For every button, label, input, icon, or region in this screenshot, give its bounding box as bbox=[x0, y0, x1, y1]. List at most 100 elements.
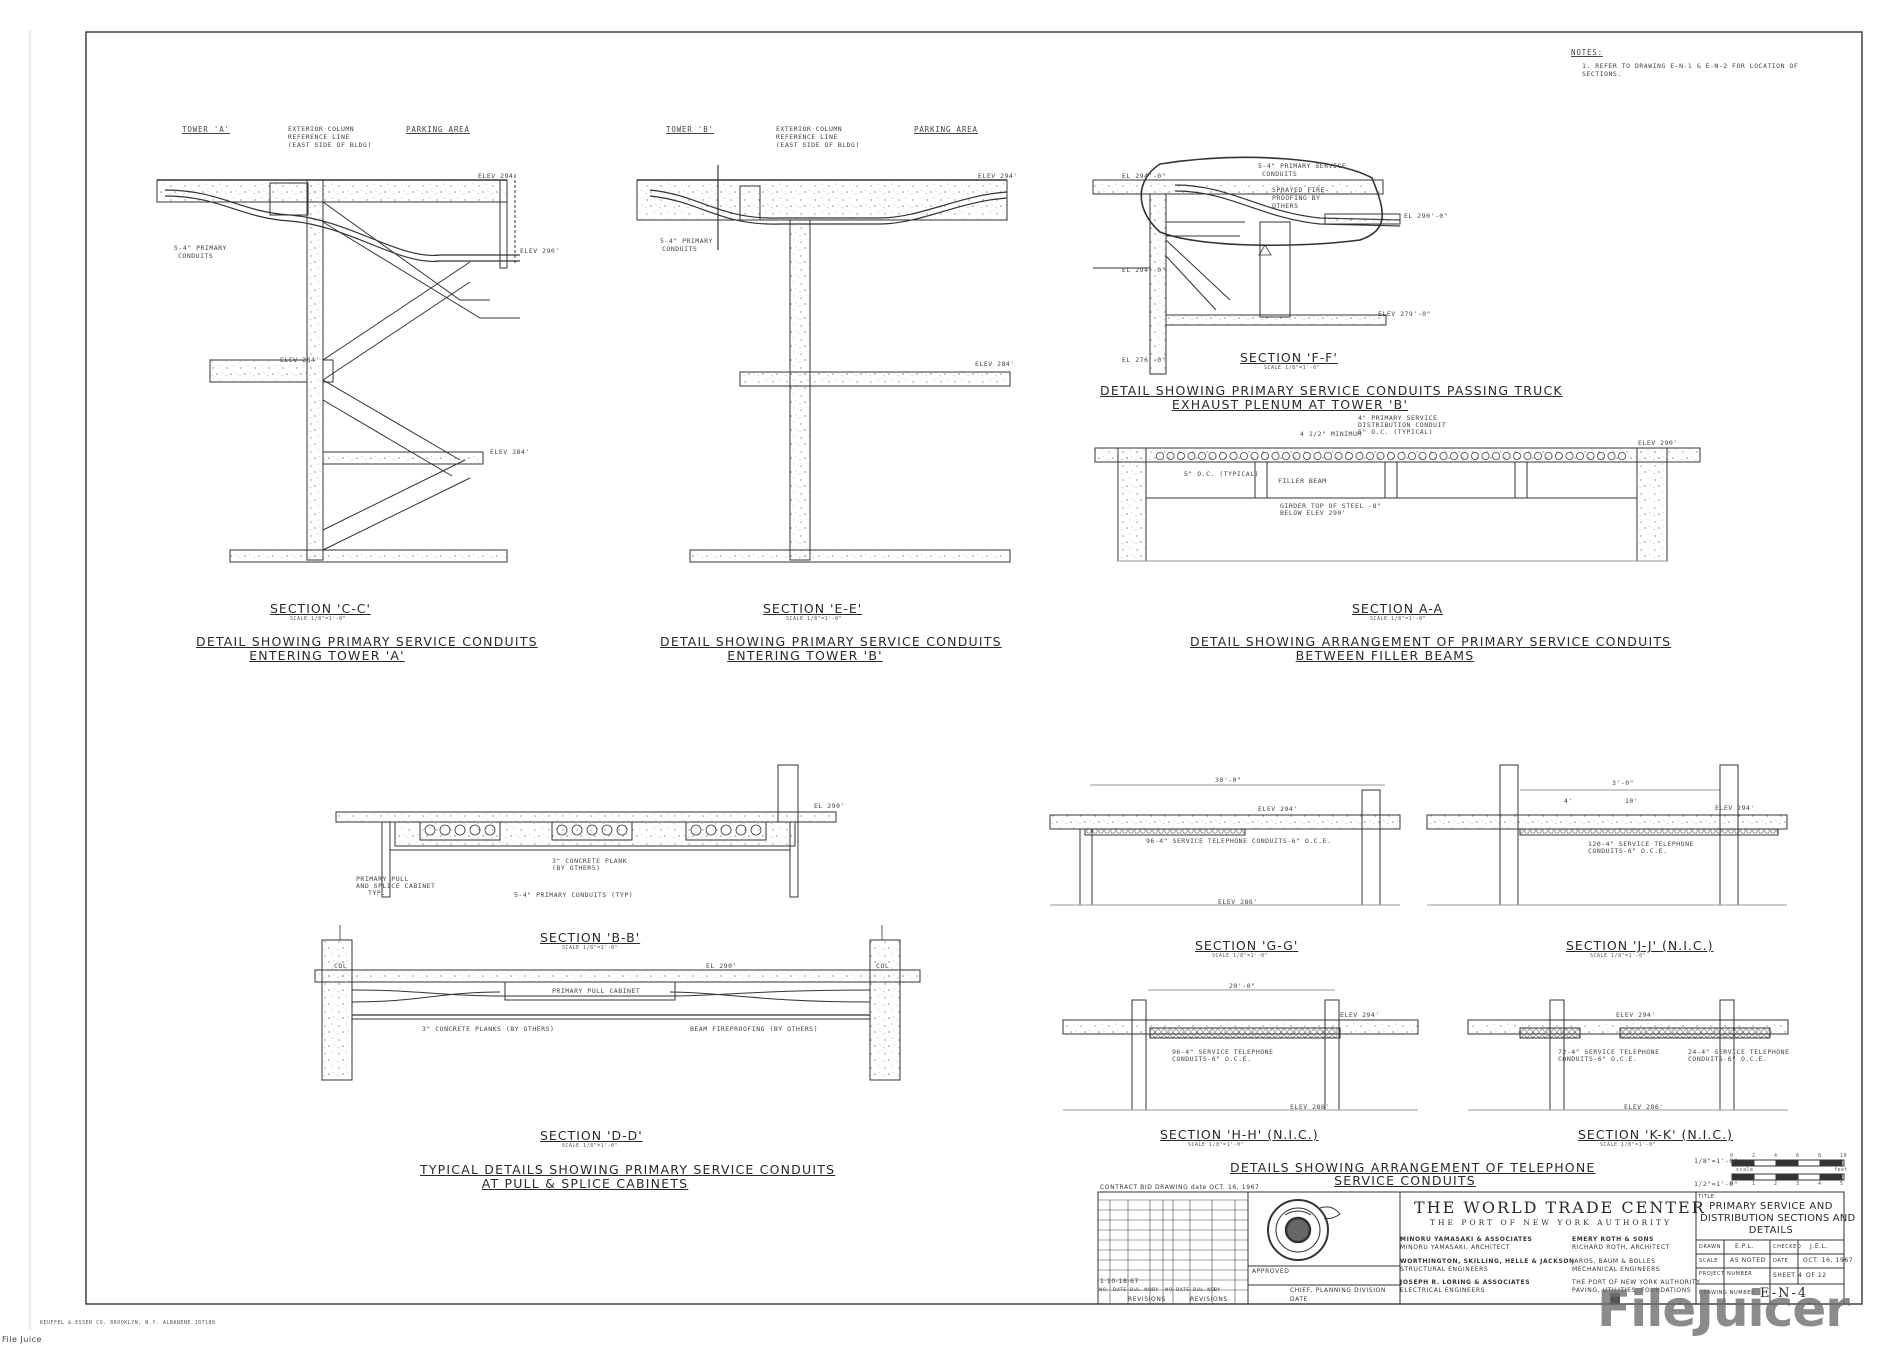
architect-2b: RICHARD ROTH, ARCHITECT bbox=[1572, 1244, 1670, 1251]
conduit-circle bbox=[1156, 451, 1165, 460]
a-caption-2: BETWEEN FILLER BEAMS bbox=[1295, 648, 1475, 663]
engineer-1b: STRUCTURAL ENGINEERS bbox=[1400, 1266, 1489, 1273]
engineer-4: THE PORT OF NEW YORK AUTHORITY bbox=[1572, 1279, 1701, 1286]
conduit-circle bbox=[1492, 451, 1501, 460]
conduit-circle bbox=[705, 824, 717, 836]
conduit-circle bbox=[1366, 451, 1375, 460]
c-column-label-2: REFERENCE LINE bbox=[288, 133, 350, 141]
chief-date-label: DATE bbox=[1290, 1296, 1309, 1303]
conduit-circle bbox=[1240, 451, 1249, 460]
j-note-1: 120-4" SERVICE TELEPHONE bbox=[1588, 840, 1694, 848]
f-section-title: SECTION 'F-F' bbox=[1240, 350, 1338, 365]
section-f-drawing bbox=[1092, 156, 1401, 375]
c-parking-label: PARKING AREA bbox=[406, 125, 470, 134]
conduit-circle bbox=[690, 824, 702, 836]
j-note-2: CONDUITS-6" O.C.E. bbox=[1588, 847, 1668, 855]
k-note-3: 24-4" SERVICE TELEPHONE bbox=[1688, 1048, 1790, 1056]
scale-tick-label: 4 bbox=[1774, 1153, 1778, 1159]
source-label: File Juice bbox=[2, 1335, 42, 1344]
b-plank-note-2: (BY OTHERS) bbox=[552, 864, 601, 872]
conduit-circle bbox=[439, 824, 451, 836]
a-section-scale: SCALE 1/8"=1'-0" bbox=[1370, 616, 1427, 622]
conduit-circle bbox=[1565, 451, 1574, 460]
conduit-circle bbox=[469, 824, 481, 836]
conduit-circle bbox=[1229, 451, 1238, 460]
h-note-1: 96-4" SERVICE TELEPHONE bbox=[1172, 1048, 1274, 1056]
b-cabinet-note-3: TYP. bbox=[368, 889, 386, 897]
scale-tick-label: 6 bbox=[1796, 1153, 1800, 1159]
conduit-circle bbox=[1555, 451, 1564, 460]
conduit-circle bbox=[1282, 451, 1291, 460]
g-section-scale: SCALE 1/8"=1'-0" bbox=[1212, 953, 1269, 959]
c-tower-label: TOWER 'A' bbox=[182, 125, 230, 134]
scale-bar-word-feet: feet bbox=[1834, 1167, 1849, 1173]
revision-column-label: NO. bbox=[1165, 1288, 1175, 1293]
checked-label: CHECKED bbox=[1773, 1244, 1802, 1250]
conduit-circle bbox=[1408, 451, 1417, 460]
revision-column-label: BY bbox=[1214, 1288, 1221, 1293]
a-note-3: 5" O.C. (TYPICAL) bbox=[1358, 428, 1434, 436]
section-a-conduits bbox=[1156, 451, 1627, 460]
h-note-2: CONDUITS-6" O.C.E. bbox=[1172, 1055, 1252, 1063]
conduit-circle bbox=[1429, 451, 1438, 460]
scale-tick-label: 0 bbox=[1730, 1153, 1734, 1159]
j-section-title: SECTION 'J-J' (N.I.C.) bbox=[1566, 938, 1714, 953]
conduit-circle bbox=[616, 824, 628, 836]
conduit-circle bbox=[1534, 451, 1543, 460]
conduit-circle bbox=[1219, 451, 1228, 460]
notes-heading: NOTES: bbox=[1571, 48, 1603, 57]
c-column-label-3: (EAST SIDE OF BLDG) bbox=[288, 141, 372, 149]
h-elev-top: ELEV 294' bbox=[1340, 1011, 1380, 1019]
j-dim-a: 4' bbox=[1564, 797, 1573, 805]
revision-column-label: BY bbox=[1152, 1288, 1159, 1293]
conduit-circle bbox=[424, 824, 436, 836]
engineer-3b: ELECTRICAL ENGINEERS bbox=[1400, 1287, 1486, 1294]
revisions-left-label: REVISIONS bbox=[1128, 1296, 1166, 1303]
d-caption-2: AT PULL & SPLICE CABINETS bbox=[481, 1176, 689, 1191]
section-j-drawing bbox=[1426, 764, 1788, 906]
section-g-drawing bbox=[1049, 784, 1401, 906]
scale-tick-label: 4 bbox=[1818, 1181, 1822, 1187]
revisions-right-label: REVISIONS bbox=[1190, 1296, 1228, 1303]
conduit-circle bbox=[1198, 451, 1207, 460]
notes-line-2: SECTIONS. bbox=[1582, 70, 1622, 78]
conduit-circle bbox=[1387, 451, 1396, 460]
a-elev: ELEV 290' bbox=[1638, 439, 1678, 447]
drawing-number-label: DRAWING NUMBER bbox=[1699, 1290, 1756, 1296]
a-note-girder-2: BELOW ELEV 290' bbox=[1280, 509, 1347, 517]
conduit-circle bbox=[1187, 451, 1196, 460]
conduit-circle bbox=[556, 824, 568, 836]
title-word: TITLE bbox=[1698, 1194, 1715, 1200]
j-elev-top: ELEV 294' bbox=[1715, 804, 1755, 812]
title-block-grid bbox=[1097, 1191, 1845, 1305]
conduit-circle bbox=[735, 824, 747, 836]
scale-bar-word-scale: scale bbox=[1736, 1167, 1754, 1173]
sheet-of: OF 12 bbox=[1806, 1272, 1827, 1279]
b-conduits-note: 5-4" PRIMARY CONDUITS (TYP) bbox=[514, 891, 634, 899]
g-elev-bot: ELEV 286' bbox=[1218, 898, 1258, 906]
b-section-scale: SCALE 1/8"=1'-0" bbox=[562, 945, 619, 951]
checked-value: J.E.L. bbox=[1810, 1243, 1829, 1250]
g-note: 96-4" SERVICE TELEPHONE CONDUITS-6" O.C.… bbox=[1146, 837, 1332, 845]
b-cabinet-note-1: PRIMARY PULL bbox=[356, 875, 409, 883]
c-conduit-note-2: CONDUITS bbox=[178, 252, 214, 260]
conduit-circle bbox=[1250, 451, 1259, 460]
e-caption-2: ENTERING TOWER 'B' bbox=[727, 648, 883, 663]
conduit-circle bbox=[1345, 451, 1354, 460]
revision-column-label: NO. bbox=[1099, 1288, 1109, 1293]
d-section-scale: SCALE 1/8"=1'-0" bbox=[562, 1143, 619, 1149]
d-col-right: COL bbox=[876, 962, 890, 970]
k-note-2: CONDUITS-6" O.C.E. bbox=[1558, 1055, 1638, 1063]
date-value: OCT. 16, 1967 bbox=[1803, 1257, 1854, 1264]
conduit-circle bbox=[1471, 451, 1480, 460]
a-note-1: 4" PRIMARY SERVICE bbox=[1358, 414, 1438, 422]
section-e-drawing bbox=[636, 165, 1011, 563]
conduit-circle bbox=[1544, 451, 1553, 460]
d-cabinet-label: PRIMARY PULL CABINET bbox=[552, 987, 641, 995]
e-conduit-note-2: CONDUITS bbox=[662, 245, 698, 253]
conduit-circle bbox=[1271, 451, 1280, 460]
section-b-conduits bbox=[424, 824, 762, 836]
k-note-1: 72-4" SERVICE TELEPHONE bbox=[1558, 1048, 1660, 1056]
